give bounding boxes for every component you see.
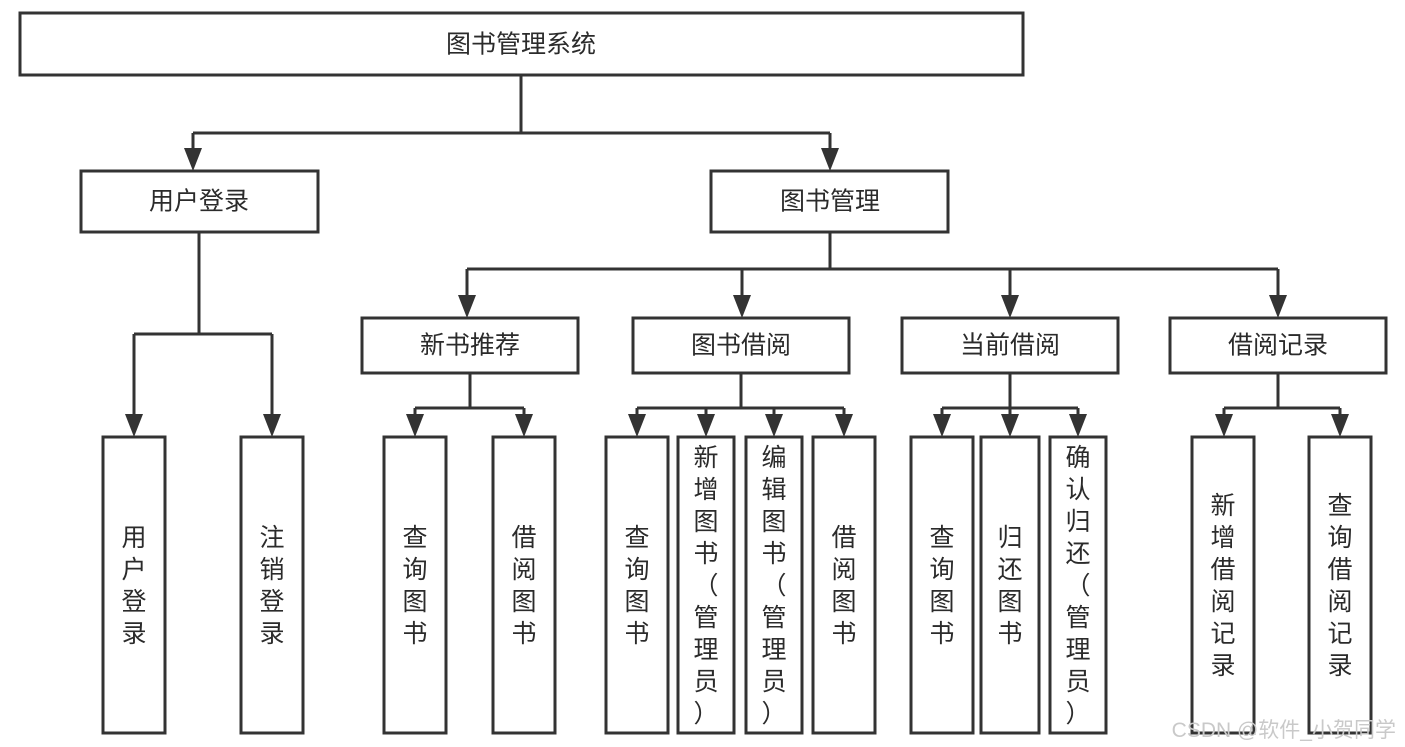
node-leaf-add-book-box[interactable] [676, 435, 736, 735]
node-leaf-query-book-2-label: 查询图书 [624, 524, 649, 648]
node-book-manage-label: 图书管理 [780, 188, 880, 216]
arrowhead-leaf-return-book [1001, 414, 1019, 437]
node-leaf-confirm-return[interactable]: 确认归还（管理员） [1048, 435, 1108, 735]
node-leaf-return-book[interactable]: 归还图书 [979, 435, 1041, 735]
arrowhead-leaf-borrow-book-1 [515, 414, 533, 437]
node-leaf-add-book[interactable]: 新增图书（管理员） [676, 435, 736, 735]
node-new-book-recommend[interactable]: 新书推荐 [360, 316, 580, 375]
arrowhead-bookmanage [821, 148, 839, 171]
node-book-borrow-box[interactable] [631, 316, 851, 375]
node-leaf-add-record[interactable]: 新增借阅记录 [1190, 435, 1256, 735]
arrowhead-leaf-logout [263, 414, 281, 437]
arrowhead-new-book-recommend [458, 295, 476, 318]
arrowhead-userlogin [184, 148, 202, 171]
node-borrow-record[interactable]: 借阅记录 [1168, 316, 1388, 375]
node-root[interactable]: 图书管理系统 [18, 11, 1025, 77]
node-leaf-add-record-label: 新增借阅记录 [1210, 492, 1235, 680]
node-leaf-query-book-3-label: 查询图书 [929, 524, 954, 648]
node-leaf-logout[interactable]: 注销登录 [239, 435, 305, 735]
arrowhead-book-borrow [733, 295, 751, 318]
arrowhead-leaf-query-book-2 [628, 414, 646, 437]
arrowhead-leaf-query-book-1 [406, 414, 424, 437]
node-leaf-query-record-box[interactable] [1307, 435, 1373, 735]
node-user-login-label: 用户登录 [149, 188, 249, 216]
arrowhead-leaf-add-book [697, 414, 715, 437]
node-book-borrow-label: 图书借阅 [691, 332, 791, 360]
csdn-watermark: CSDN @软件_小贺同学 [1172, 719, 1396, 742]
node-root-label: 图书管理系统 [446, 31, 596, 59]
node-leaf-edit-book-label: 编辑图书（管理员） [761, 444, 786, 728]
node-book-manage[interactable]: 图书管理 [709, 169, 950, 234]
arrowhead-borrow-record [1269, 295, 1287, 318]
node-leaf-query-book-3[interactable]: 查询图书 [909, 435, 975, 735]
node-leaf-query-record-label: 查询借阅记录 [1327, 492, 1352, 680]
node-leaf-edit-book-box[interactable] [744, 435, 804, 735]
node-root-box[interactable] [18, 11, 1025, 77]
node-current-borrow-box[interactable] [900, 316, 1120, 375]
node-leaf-query-book-2-box[interactable] [604, 435, 670, 735]
arrowhead-current-borrow [1001, 295, 1019, 318]
node-user-login[interactable]: 用户登录 [79, 169, 320, 234]
node-borrow-record-label: 借阅记录 [1228, 332, 1328, 360]
node-leaf-return-book-box[interactable] [979, 435, 1041, 735]
node-book-manage-box[interactable] [709, 169, 950, 234]
node-current-borrow[interactable]: 当前借阅 [900, 316, 1120, 375]
arrowhead-leaf-query-record [1331, 414, 1349, 437]
node-leaf-confirm-return-box[interactable] [1048, 435, 1108, 735]
node-new-book-recommend-label: 新书推荐 [420, 332, 520, 360]
node-leaf-user-login[interactable]: 用户登录 [101, 435, 167, 735]
node-leaf-user-login-box[interactable] [101, 435, 167, 735]
node-leaf-user-login-label: 用户登录 [121, 524, 146, 648]
node-new-book-recommend-box[interactable] [360, 316, 580, 375]
node-book-borrow[interactable]: 图书借阅 [631, 316, 851, 375]
node-leaf-query-book-1-label: 查询图书 [402, 524, 427, 648]
node-leaf-add-book-label: 新增图书（管理员） [693, 444, 718, 728]
node-leaf-borrow-book-2-label: 借阅图书 [831, 524, 856, 648]
node-leaf-logout-box[interactable] [239, 435, 305, 735]
arrowhead-leaf-confirm-return [1069, 414, 1087, 437]
arrowhead-leaf-add-record [1215, 414, 1233, 437]
node-leaf-confirm-return-label: 确认归还（管理员） [1065, 444, 1090, 728]
arrowhead-leaf-user-login [125, 414, 143, 437]
node-leaf-borrow-book-2-box[interactable] [811, 435, 877, 735]
arrowhead-leaf-edit-book [765, 414, 783, 437]
node-borrow-record-box[interactable] [1168, 316, 1388, 375]
arrowhead-leaf-query-book-3 [933, 414, 951, 437]
node-leaf-query-book-2[interactable]: 查询图书 [604, 435, 670, 735]
node-leaf-add-record-box[interactable] [1190, 435, 1256, 735]
node-leaf-edit-book[interactable]: 编辑图书（管理员） [744, 435, 804, 735]
node-leaf-logout-label: 注销登录 [259, 524, 284, 648]
node-leaf-query-book-1[interactable]: 查询图书 [382, 435, 448, 735]
node-leaf-borrow-book-1-label: 借阅图书 [511, 524, 536, 648]
connector-layer [125, 75, 1349, 437]
arrowhead-leaf-borrow-book-2 [835, 414, 853, 437]
node-leaf-borrow-book-2[interactable]: 借阅图书 [811, 435, 877, 735]
node-leaf-query-book-1-box[interactable] [382, 435, 448, 735]
node-leaf-query-record[interactable]: 查询借阅记录 [1307, 435, 1373, 735]
node-leaf-borrow-book-1[interactable]: 借阅图书 [491, 435, 557, 735]
node-leaf-query-book-3-box[interactable] [909, 435, 975, 735]
node-current-borrow-label: 当前借阅 [960, 332, 1060, 360]
node-leaf-return-book-label: 归还图书 [997, 524, 1022, 648]
node-leaf-borrow-book-1-box[interactable] [491, 435, 557, 735]
node-user-login-box[interactable] [79, 169, 320, 234]
